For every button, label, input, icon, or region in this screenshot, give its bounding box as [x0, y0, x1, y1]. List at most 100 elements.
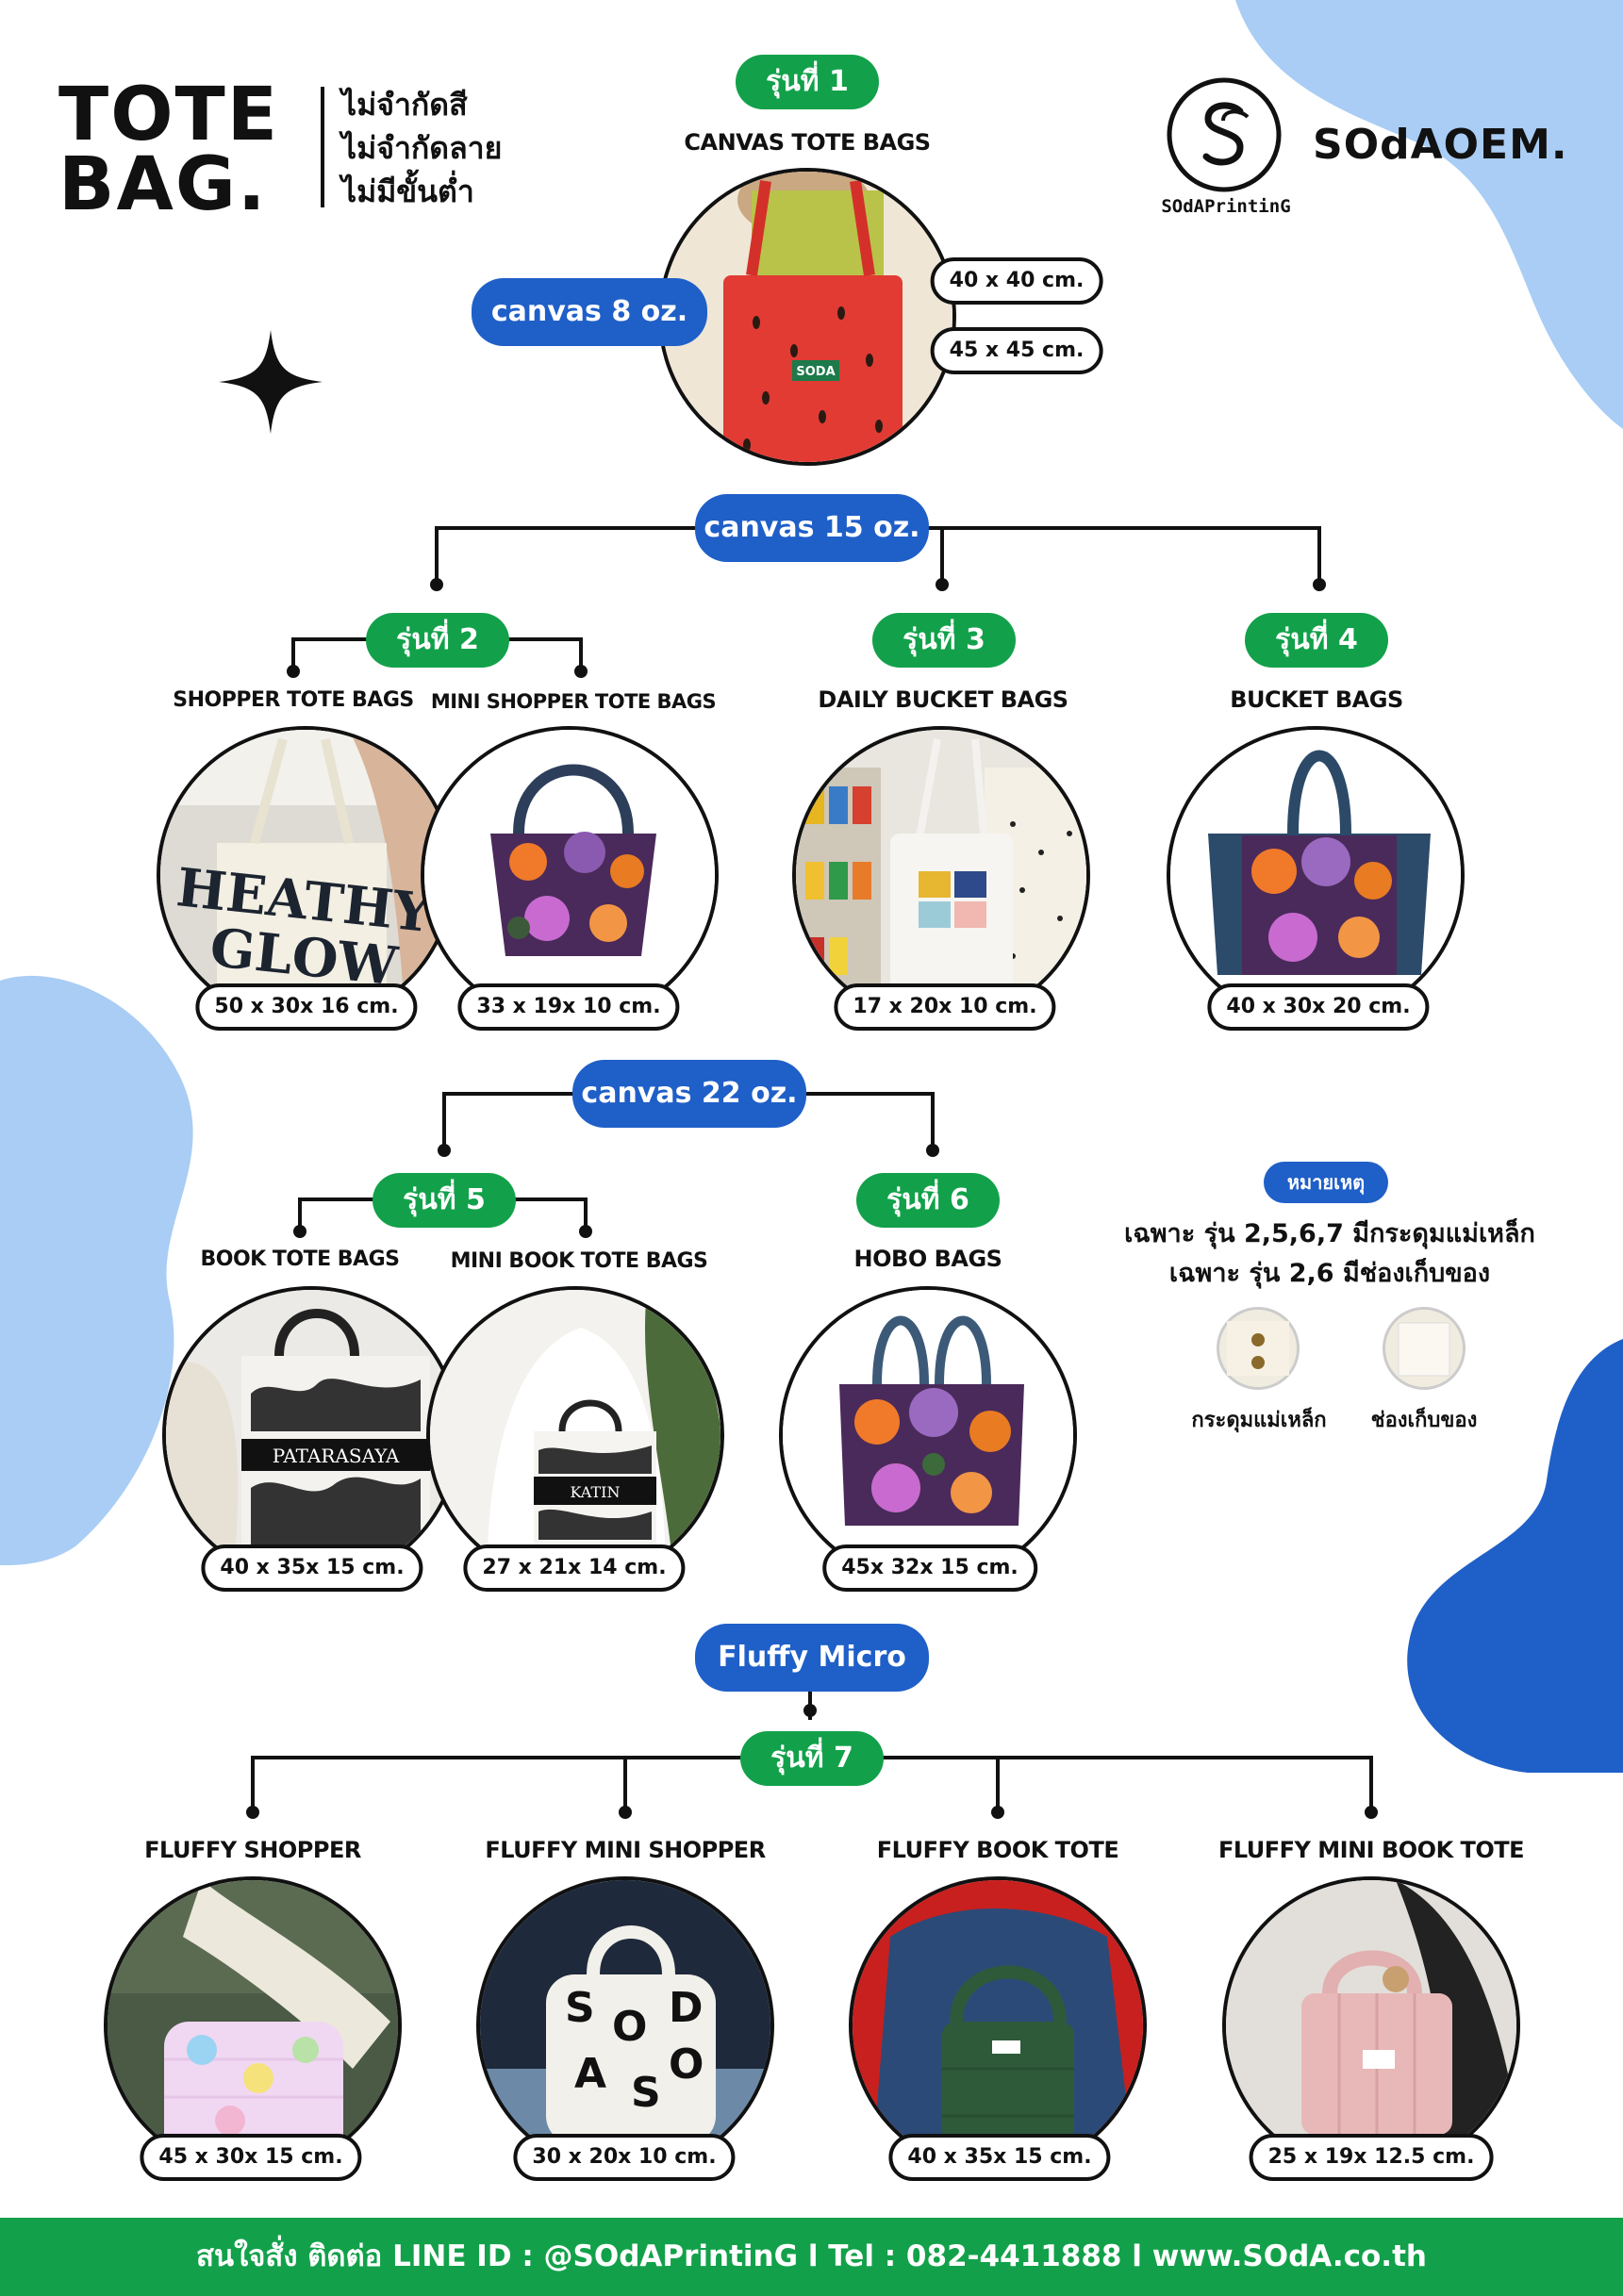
header-title: TOTE BAG. [58, 73, 280, 227]
model-5b-photo: KATIN [426, 1286, 724, 1584]
m2-v2 [579, 637, 583, 671]
fluffy-dot1 [246, 1806, 259, 1819]
mini-book-tote-illustration: KATIN [430, 1290, 720, 1580]
model-7d-size: 25 x 19x 12.5 cm. [1249, 2134, 1494, 2181]
top-right-blob [1235, 0, 1623, 429]
model-2a-title: SHOPPER TOTE BAGS [173, 688, 414, 712]
tree-15-dot3 [1313, 578, 1326, 591]
model-7b-title: FLUFFY MINI SHOPPER [485, 1837, 766, 1863]
model-5a-title: BOOK TOTE BAGS [200, 1247, 400, 1271]
fluffy-mini-book-tote-illustration [1226, 1880, 1516, 2171]
magnet-caption: กระดุมแม่เหล็ก [1191, 1409, 1327, 1432]
tagline-unlimited-colors: ไม่จำกัดสี [341, 87, 468, 123]
model-5a-size: 40 x 35x 15 cm. [201, 1544, 423, 1592]
model-5b-title: MINI BOOK TOTE BAGS [450, 1249, 708, 1273]
fluffy-dot4 [1365, 1806, 1378, 1819]
model-7a-photo [104, 1876, 402, 2174]
model-3-photo [792, 726, 1090, 1024]
brand-logo-icon [1167, 77, 1282, 192]
shopper-tote-illustration: HEATHY GLOW [160, 730, 451, 1020]
model-1-photo: SODA [658, 168, 956, 466]
model-1-size-b: 45 x 45 cm. [930, 327, 1103, 374]
model-7b-size: 30 x 20x 10 cm. [513, 2134, 736, 2181]
tree-22-v1 [442, 1092, 446, 1150]
fluffy-dot2 [619, 1806, 632, 1819]
model-6-size: 45x 32x 15 cm. [822, 1544, 1037, 1592]
svg-text:A: A [574, 2050, 606, 2098]
sparkle-icon [219, 330, 323, 434]
left-blob [0, 975, 193, 1565]
header-taglines: ไม่จำกัดสี ไม่จำกัดลาย ไม่มีขั้นต่ำ [341, 83, 502, 213]
model-7d-photo [1222, 1876, 1520, 2174]
note-line-pocket: เฉพาะ รุ่น 2,6 มีช่องเก็บของ [1168, 1259, 1491, 1288]
note-text: เฉพาะ รุ่น 2,5,6,7 มีกระดุมแม่เหล็ก เฉพา… [1113, 1214, 1547, 1294]
svg-text:O: O [669, 2040, 704, 2089]
model-2a-photo: HEATHY GLOW [157, 726, 455, 1024]
bag-print-soda: SODA [796, 365, 835, 379]
model-7d-title: FLUFFY MINI BOOK TOTE [1217, 1837, 1525, 1863]
model-6-title: HOBO BAGS [853, 1246, 1002, 1272]
fluffy-shopper-illustration [108, 1880, 398, 2171]
model-2b-size: 33 x 19x 10 cm. [457, 983, 680, 1031]
tree-15-dot2 [936, 578, 949, 591]
model-3-size: 17 x 20x 10 cm. [834, 983, 1056, 1031]
m5-v2 [584, 1198, 588, 1231]
svg-text:D: D [669, 1984, 704, 2032]
model-2b-photo [421, 726, 719, 1024]
header-title-line2: BAG. [58, 142, 268, 227]
tagline-unlimited-patterns: ไม่จำกัดลาย [341, 130, 503, 166]
note-badge: หมายเหตุ [1264, 1162, 1388, 1203]
tree-15-v2 [940, 526, 944, 583]
fluffy-v2 [623, 1756, 627, 1812]
daily-bucket-illustration [796, 730, 1086, 1020]
bag-print-patarasaya: PATARASAYA [273, 1445, 400, 1467]
header-divider [321, 87, 324, 207]
m5-dot1 [293, 1225, 306, 1238]
model-7a-size: 45 x 30x 15 cm. [140, 2134, 362, 2181]
fluffy-stem-dot [803, 1704, 817, 1717]
model-1-title: CANVAS TOTE BAGS [684, 129, 931, 156]
model-2b-title: MINI SHOPPER TOTE BAGS [430, 690, 717, 713]
pocket-caption: ช่องเก็บของ [1370, 1409, 1478, 1432]
canvas-tote-illustration: SODA [662, 172, 952, 462]
model-2-badge: รุ่นที่ 2 [366, 613, 509, 668]
model-7c-photo [849, 1876, 1147, 2174]
tree-15-dot1 [430, 578, 443, 591]
fluffy-v4 [1369, 1756, 1373, 1812]
fluffy-dot3 [991, 1806, 1004, 1819]
m2-dot2 [574, 665, 588, 678]
model-6-photo [779, 1286, 1077, 1584]
tree-15-v3 [1317, 526, 1321, 583]
header-title-line1: TOTE [58, 73, 280, 157]
hobo-bag-illustration [783, 1290, 1073, 1580]
model-2a-size: 50 x 30x 16 cm. [195, 983, 418, 1031]
m5-dot2 [579, 1225, 592, 1238]
model-7c-title: FLUFFY BOOK TOTE [876, 1837, 1119, 1863]
model-5a-photo: PATARASAYA [162, 1286, 460, 1584]
model-4-size: 40 x 30x 20 cm. [1207, 983, 1430, 1031]
mini-shopper-illustration [424, 730, 715, 1020]
model-7c-size: 40 x 35x 15 cm. [888, 2134, 1111, 2181]
m2-dot1 [287, 665, 300, 678]
brand-name: SOdAOEM. [1313, 121, 1568, 169]
tree-15-v1 [435, 526, 439, 583]
tree-22-dot2 [926, 1144, 939, 1157]
model-4-badge: รุ่นที่ 4 [1245, 613, 1388, 668]
model-3-badge: รุ่นที่ 3 [872, 613, 1016, 668]
model-5b-size: 27 x 21x 14 cm. [463, 1544, 686, 1592]
right-blob [1407, 1339, 1623, 1773]
material-22oz-badge: canvas 22 oz. [572, 1060, 806, 1128]
fluffy-book-tote-illustration [853, 1880, 1143, 2171]
material-fluffy-badge: Fluffy Micro [695, 1624, 929, 1692]
material-15oz-badge: canvas 15 oz. [695, 494, 929, 562]
model-6-badge: รุ่นที่ 6 [856, 1173, 1000, 1228]
pocket-photo [1383, 1307, 1466, 1390]
tree-22-dot1 [438, 1144, 451, 1157]
book-tote-illustration: PATARASAYA [166, 1290, 456, 1580]
tagline-no-minimum: ไม่มีขั้นต่ำ [341, 173, 474, 209]
model-5-badge: รุ่นที่ 5 [373, 1173, 516, 1228]
contact-footer: สนใจสั่ง ติดต่อ LINE ID : @SOdAPrintinG … [0, 2218, 1623, 2296]
svg-text:S: S [631, 2069, 661, 2117]
model-1-badge: รุ่นที่ 1 [736, 55, 879, 109]
